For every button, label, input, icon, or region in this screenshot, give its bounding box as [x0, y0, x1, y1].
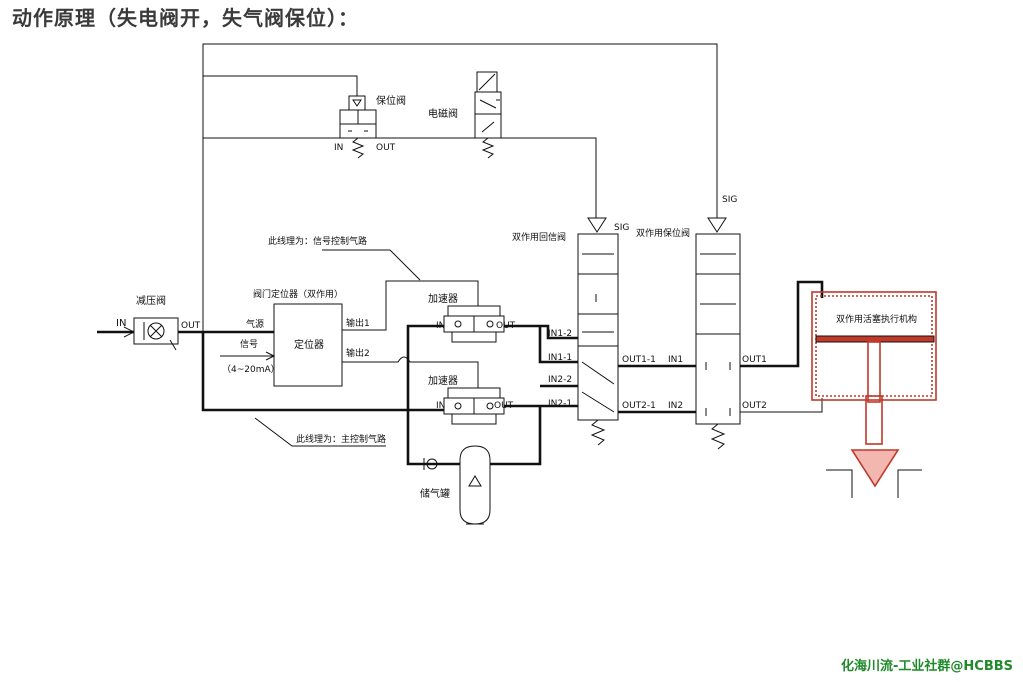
dual-pilot-valve-label: 双作用回信阀: [512, 231, 566, 243]
booster-upper-out-line: [504, 324, 578, 340]
tank-label: 储气罐: [420, 487, 450, 500]
out1-to-actuator: [740, 280, 824, 368]
signal-line-note: 此线理为：信号控制气路: [268, 235, 367, 247]
reducing-valve-out-label: OUT: [181, 321, 201, 331]
pilot-sig-label: SIG: [614, 223, 629, 233]
booster-lower-out: OUT: [494, 401, 514, 411]
main-supply-down: [201, 332, 408, 412]
supply-in-label: IN: [116, 318, 126, 329]
air-source-label: 气源: [246, 318, 264, 330]
output1-label: 输出1: [346, 317, 370, 329]
in2-2-label: IN2-2: [548, 375, 572, 385]
positioner-box: [273, 303, 343, 387]
dual-lock-valve: [695, 217, 741, 450]
booster-lower: [443, 387, 505, 425]
output2-label: 输出2: [346, 347, 370, 359]
main-line-note: 此线理为：主控制气路: [296, 433, 386, 445]
top-signal-loop: [202, 43, 718, 332]
in1-1-label: IN1-1: [548, 353, 572, 363]
lock-sig-label: SIG: [722, 195, 737, 205]
solenoid-valve-label: 电磁阀: [428, 107, 458, 120]
booster-lower-in: IN: [436, 401, 445, 411]
tank-to-valve: [490, 406, 542, 466]
signal-range-label: （4~20mA）: [222, 364, 280, 375]
booster-upper: [443, 305, 505, 343]
solenoid-valve: [474, 71, 502, 159]
booster-lower-label: 加速器: [428, 375, 458, 387]
positioner-title: 阀门定位器（双作用）: [253, 288, 343, 300]
page-title: 动作原理（失电阀开，失气阀保位）：: [12, 6, 359, 30]
in1-2-label: IN1-2: [548, 329, 572, 339]
signal-label: 信号: [240, 338, 258, 350]
watermark: 化海川流-工业社群@HCBBS: [841, 659, 1013, 674]
out2-1-label: OUT2-1: [622, 401, 656, 411]
piston-actuator: [811, 291, 937, 498]
in2-label: IN2: [668, 401, 683, 411]
output2-line: [342, 356, 479, 388]
dual-lock-valve-label: 双作用保位阀: [636, 227, 690, 239]
out1-1-label: OUT1-1: [622, 355, 656, 365]
lock-valve-pilot-line: [203, 75, 358, 96]
reducing-valve: [133, 317, 179, 351]
lock-valve-line: [203, 137, 597, 218]
booster-upper-label: 加速器: [428, 293, 458, 305]
dual-pilot-valve: [577, 217, 619, 446]
check-valve: [423, 458, 460, 470]
lock-valve-out-label: OUT: [376, 143, 396, 153]
out2-label: OUT2: [742, 401, 767, 411]
actuator-label: 双作用活塞执行机构: [836, 313, 917, 325]
in2-1-label: IN2-1: [548, 399, 572, 409]
positioner-label: 定位器: [294, 338, 324, 351]
lock-valve-label: 保位阀: [376, 94, 406, 107]
output1-line: [342, 280, 479, 331]
lock-valve-in-label: IN: [334, 143, 343, 153]
in1-label: IN1: [668, 355, 683, 365]
out1-label: OUT1: [742, 355, 767, 365]
air-tank: [459, 445, 491, 525]
out2-to-actuator: [740, 398, 823, 413]
lock-valve: [339, 95, 377, 159]
reducing-valve-label: 减压阀: [136, 294, 166, 307]
